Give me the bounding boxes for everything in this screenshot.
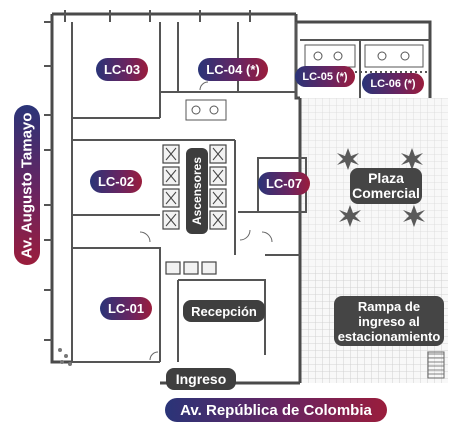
unit-label-lc02[interactable]: LC-02 <box>90 170 142 193</box>
ramp-label: Rampa de ingreso al estacionamiento <box>334 296 444 346</box>
street-label-south: Av. República de Colombia <box>165 398 387 422</box>
unit-label-lc04[interactable]: LC-04 (*) <box>198 58 268 81</box>
entrance-label: Ingreso <box>166 368 236 390</box>
plaza-label: Plaza Comercial <box>350 168 422 204</box>
unit-label-lc05[interactable]: LC-05 (*) <box>295 66 355 87</box>
unit-label-lc03[interactable]: LC-03 <box>96 58 148 81</box>
unit-label-lc07[interactable]: LC-07 <box>258 172 310 195</box>
unit-label-lc06[interactable]: LC-06 (*) <box>362 73 424 94</box>
reception-label: Recepción <box>183 300 265 322</box>
unit-label-lc01[interactable]: LC-01 <box>100 297 152 320</box>
street-label-west: Av. Augusto Tamayo <box>14 105 40 265</box>
elevators-label: Ascensores <box>186 148 208 234</box>
plaza-plants <box>337 148 425 227</box>
